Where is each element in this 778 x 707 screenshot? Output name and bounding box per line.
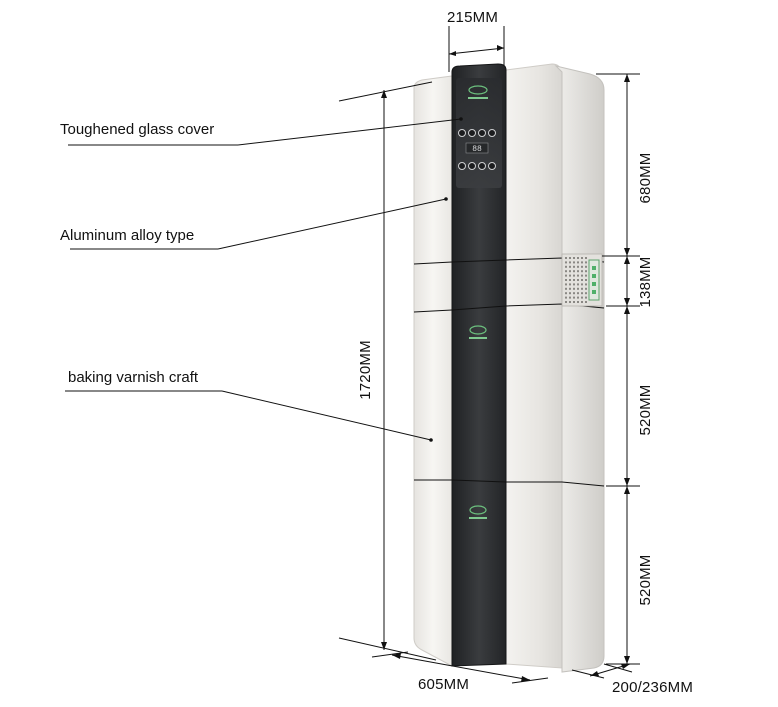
vent-hole (573, 270, 575, 273)
side-body-panel (554, 65, 605, 673)
control-button-icon (458, 129, 496, 137)
callout-aluminum-alloy: Aluminum alloy type (60, 227, 194, 244)
vent-hole (569, 301, 571, 303)
vent-hole (577, 265, 579, 268)
vent-hole (577, 301, 579, 303)
vent-hole (585, 265, 587, 268)
vent-hole (565, 292, 567, 295)
dim-total-height: 1720MM (357, 340, 374, 400)
vent-hole (585, 292, 587, 295)
vent-hole (585, 296, 587, 299)
vent-hole (577, 283, 579, 286)
vent-hole (573, 257, 575, 259)
brand-logo-icon (469, 325, 487, 339)
svg-text:88: 88 (472, 145, 482, 154)
vent-hole (585, 287, 587, 290)
dim-seg-138: 138MM (637, 256, 654, 307)
vent-hole (565, 279, 567, 281)
vent-hole (565, 296, 567, 299)
vent-hole (565, 261, 567, 264)
vent-hole (573, 283, 575, 286)
dim-seg-680: 680MM (637, 152, 654, 203)
vent-hole (573, 287, 575, 290)
callout-baking-varnish: baking varnish craft (68, 369, 199, 386)
vent-hole (581, 274, 583, 277)
vent-hole (569, 261, 571, 264)
vent-hole (585, 274, 587, 277)
vent-hole (585, 270, 587, 273)
brand-logo-icon (468, 85, 488, 99)
vent-hole (565, 265, 567, 268)
left-body-panel (413, 75, 453, 667)
air-conditioner-unit: 88 (413, 63, 605, 673)
panel-seam-1 (451, 259, 507, 483)
vent-grille-icon (561, 253, 603, 307)
vent-hole (569, 292, 571, 295)
vent-hole (569, 257, 571, 259)
vent-hole (577, 292, 579, 295)
vent-hole (581, 270, 583, 273)
vent-hole (569, 265, 571, 268)
vent-hole (573, 301, 575, 303)
vent-hole (581, 265, 583, 268)
vent-hole (577, 287, 579, 290)
vent-hole (577, 296, 579, 299)
vent-hole (565, 283, 567, 286)
vent-hole (565, 287, 567, 290)
vent-hole (585, 261, 587, 264)
vent-hole (581, 287, 583, 290)
dim-width: 605MM (418, 676, 469, 693)
vent-hole (569, 283, 571, 286)
vent-hole (573, 279, 575, 281)
right-body-panel (505, 63, 563, 669)
vent-hole (569, 296, 571, 299)
dim-top-width: 215MM (447, 9, 498, 26)
vent-hole (577, 261, 579, 264)
vent-hole (581, 279, 583, 281)
vent-hole (569, 279, 571, 281)
vent-hole (585, 301, 587, 303)
vent-hole (573, 261, 575, 264)
dim-depth: 200/236MM (612, 679, 693, 696)
vent-hole (581, 283, 583, 286)
vent-hole (585, 279, 587, 281)
vent-hole (581, 257, 583, 259)
callout-lines (65, 118, 462, 441)
dimension-lines (338, 26, 640, 684)
vent-hole (577, 274, 579, 277)
vent-hole (569, 270, 571, 273)
vent-hole (577, 279, 579, 281)
vent-hole (573, 296, 575, 299)
vent-hole (577, 257, 579, 259)
glass-front-panel (451, 63, 507, 667)
vent-hole (585, 283, 587, 286)
vent-hole (585, 257, 587, 259)
control-button-icon (458, 162, 496, 170)
vent-hole (581, 296, 583, 299)
dim-seg-520-mid: 520MM (637, 384, 654, 435)
vent-hole (573, 274, 575, 277)
vent-hole (565, 274, 567, 277)
vent-hole (565, 257, 567, 259)
vent-hole (565, 301, 567, 303)
brand-logo-icon (469, 505, 487, 519)
vent-hole (573, 292, 575, 295)
vent-hole (581, 292, 583, 295)
vent-hole (569, 287, 571, 290)
vent-hole (581, 261, 583, 264)
vent-hole (573, 265, 575, 268)
vent-hole (577, 270, 579, 273)
vent-hole (569, 274, 571, 277)
vent-hole (581, 301, 583, 303)
digital-display-icon: 88 (465, 142, 489, 154)
vent-hole (565, 270, 567, 273)
seam-3 (414, 479, 605, 487)
dim-seg-520-bottom: 520MM (637, 554, 654, 605)
callout-glass-cover: Toughened glass cover (60, 121, 214, 138)
